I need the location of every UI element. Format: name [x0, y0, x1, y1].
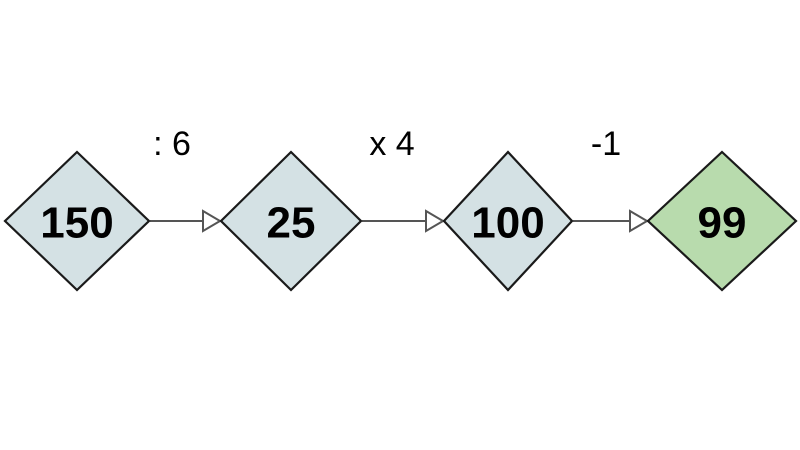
diamond-shape-100 — [442, 150, 574, 292]
node-99[interactable]: 99 — [646, 150, 798, 292]
edge-100-to-99[interactable]: -1 — [573, 125, 649, 233]
node-25[interactable]: 25 — [219, 150, 363, 292]
edge-25-to-100[interactable]: x 4 — [362, 125, 445, 233]
edge-150-to-25[interactable]: : 6 — [150, 125, 222, 233]
diamond-shape-150 — [3, 150, 151, 292]
diamond-shape-25 — [219, 150, 363, 292]
edge-label-2: x 4 — [369, 125, 414, 163]
node-label-99: 99 — [698, 199, 747, 248]
node-150[interactable]: 150 — [3, 150, 151, 292]
edge-label-1: : 6 — [153, 125, 191, 163]
arrowhead-icon-2 — [425, 209, 445, 233]
node-label-100: 100 — [471, 199, 544, 248]
arrowhead-icon-3 — [629, 209, 649, 233]
diamond-shape-99 — [646, 150, 798, 292]
node-100[interactable]: 100 — [442, 150, 574, 292]
arrowhead-icon-1 — [202, 209, 222, 233]
edge-label-3: -1 — [591, 125, 621, 163]
node-label-150: 150 — [40, 199, 113, 248]
node-label-25: 25 — [267, 199, 316, 248]
